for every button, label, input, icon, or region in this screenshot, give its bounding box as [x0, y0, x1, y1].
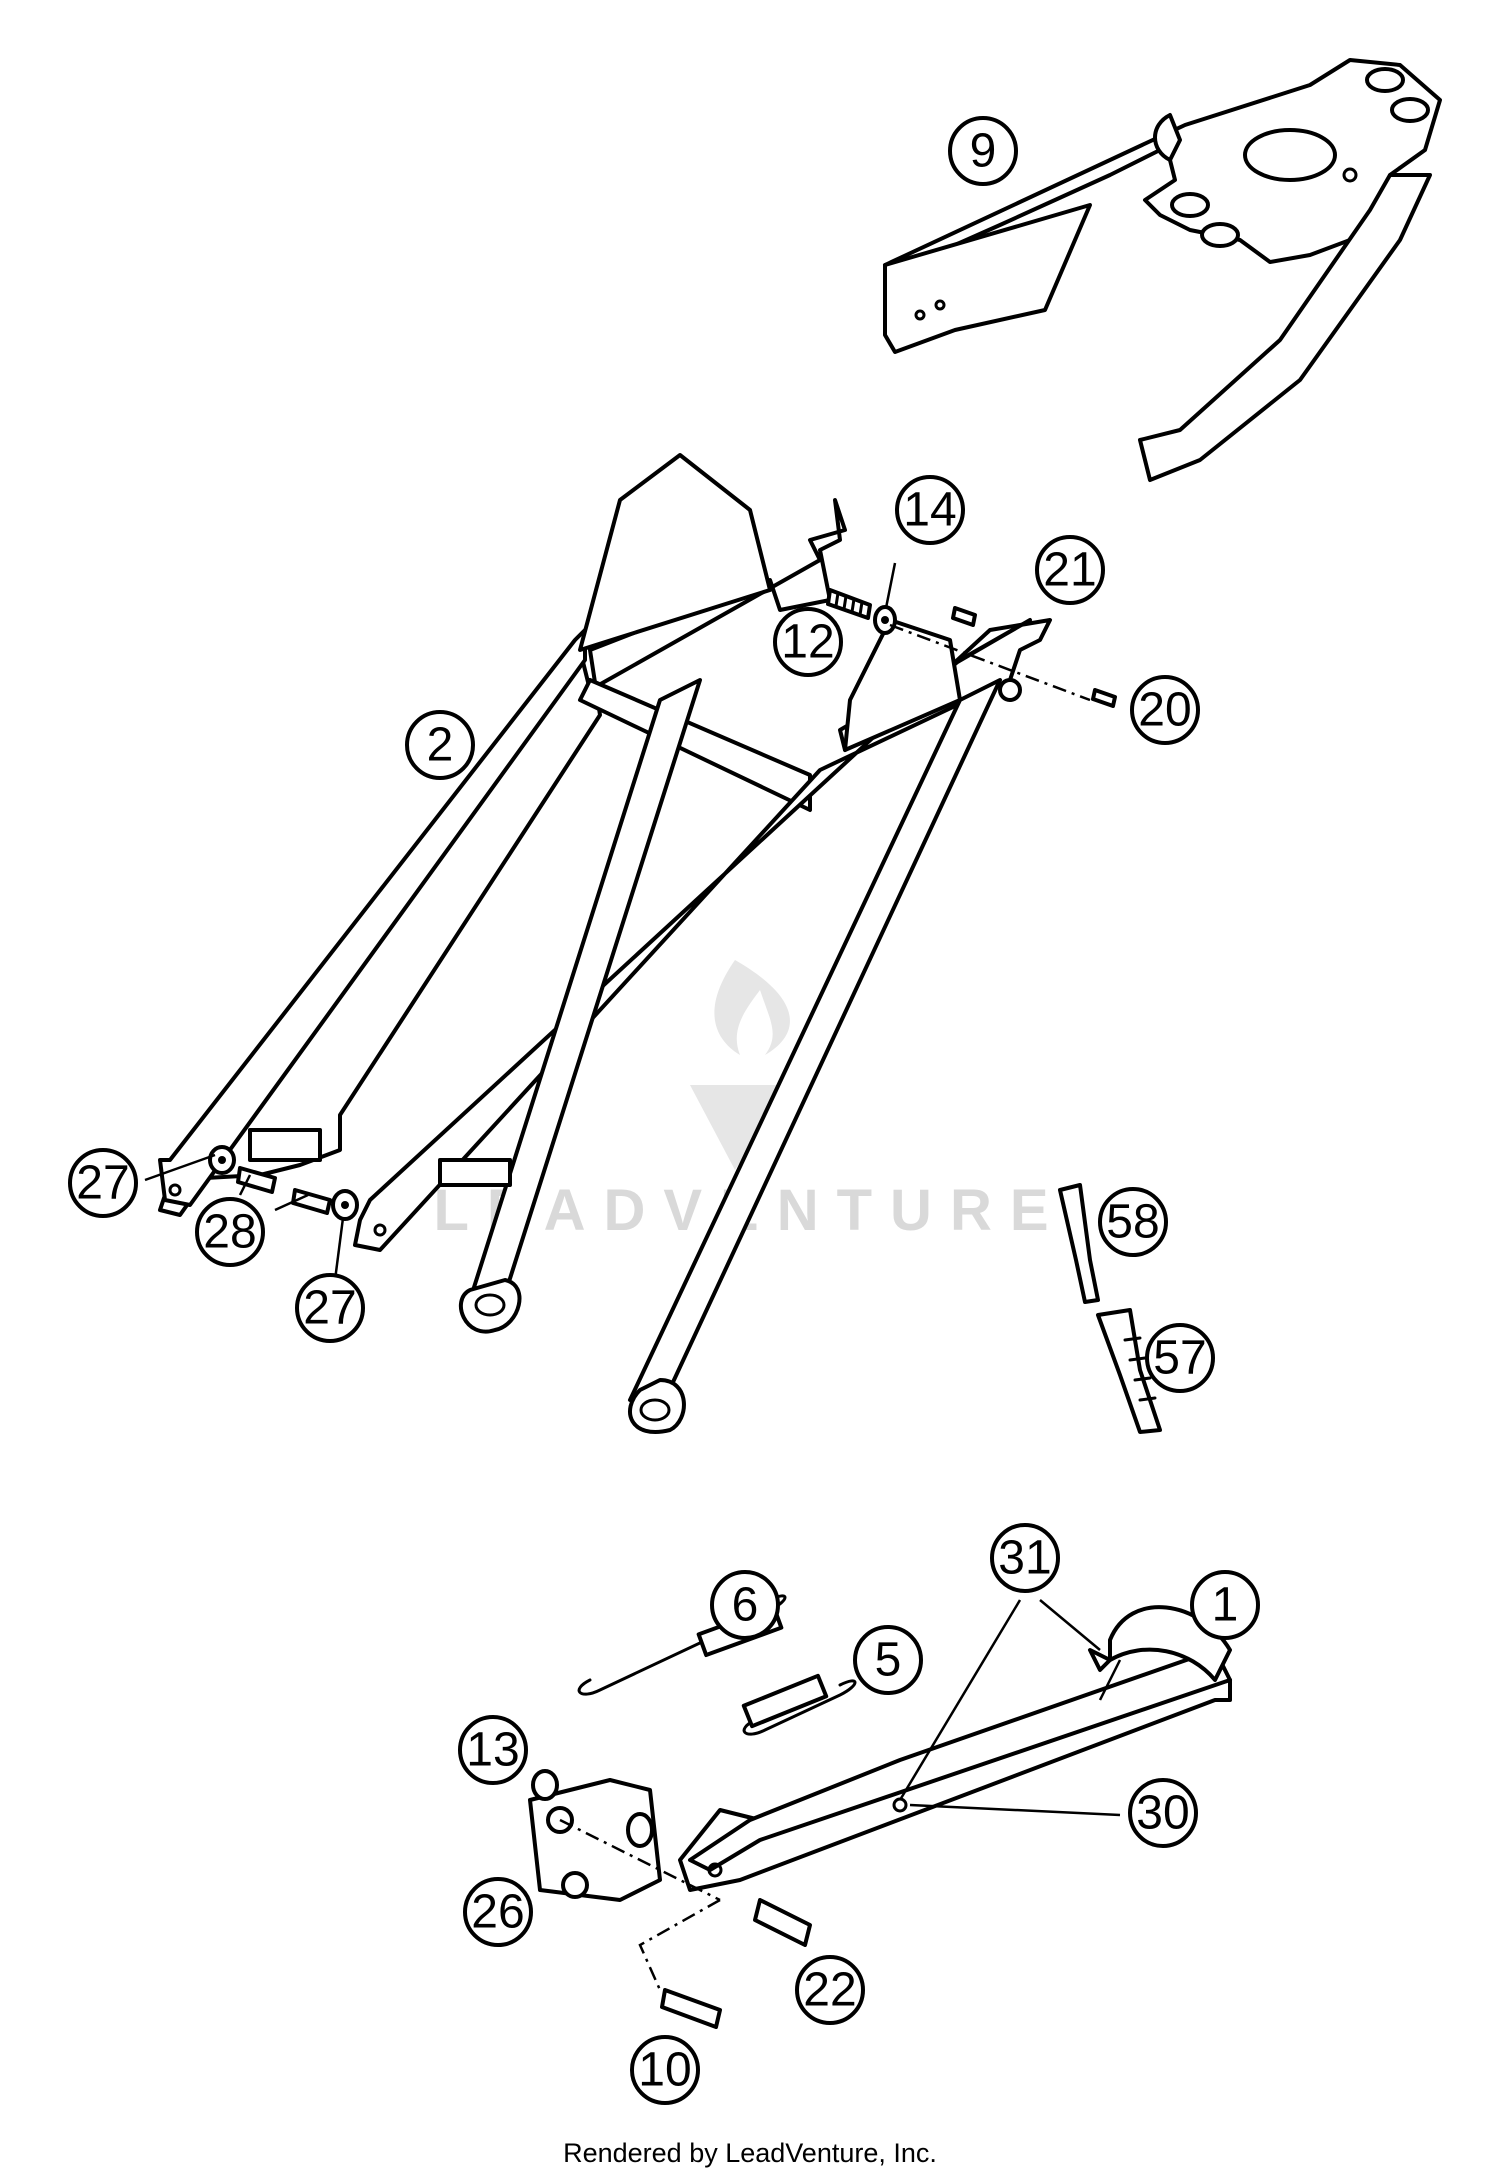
callout-26: 26: [463, 1877, 533, 1947]
callout-57: 57: [1145, 1323, 1215, 1393]
callout-label-10: 10: [638, 2044, 691, 2097]
part-2-rear-frame: [158, 453, 1052, 1434]
callout-circle-10: [630, 2035, 700, 2105]
callout-circle-2: [405, 710, 475, 780]
callout-label-58: 58: [1106, 1196, 1159, 1249]
callout-label-20: 20: [1138, 684, 1191, 737]
callout-22: 22: [795, 1955, 865, 2025]
callout-circle-31: [990, 1523, 1060, 1593]
logo-mark-icon: [690, 1085, 790, 1170]
leader-lines: [144, 562, 1122, 1817]
callout-9: 9: [948, 116, 1018, 186]
footer-credit: Rendered by LeadVenture, Inc.: [563, 2138, 937, 2168]
callout-label-9: 9: [970, 125, 997, 178]
callout-circle-5: [853, 1625, 923, 1695]
callout-circle-57: [1145, 1323, 1215, 1393]
callout-label-12: 12: [781, 616, 834, 669]
callout-label-27-left: 27: [76, 1157, 129, 1210]
hardware-lower: [208, 1145, 359, 1221]
callout-14: 14: [895, 475, 965, 545]
callout-circle-21: [1035, 535, 1105, 605]
callout-label-13: 13: [466, 1724, 519, 1777]
parts-57-58: [1058, 1183, 1162, 1434]
callout-6: 6: [710, 1570, 780, 1640]
callout-10: 10: [630, 2035, 700, 2105]
callout-30: 30: [1128, 1778, 1198, 1848]
callout-27-right: 27: [295, 1273, 365, 1343]
callout-20: 20: [1130, 675, 1200, 745]
callout-circle-22: [795, 1955, 865, 2025]
callout-circle-27-left: [68, 1148, 138, 1218]
callout-circle-13: [458, 1715, 528, 1785]
callout-label-14: 14: [903, 484, 956, 537]
callout-label-57: 57: [1153, 1332, 1206, 1385]
callout-label-6: 6: [732, 1579, 759, 1632]
callout-circle-20: [1130, 675, 1200, 745]
flame-icon: [714, 960, 790, 1055]
callout-label-21: 21: [1043, 544, 1096, 597]
callout-12: 12: [773, 607, 843, 677]
callout-58: 58: [1098, 1187, 1168, 1257]
callout-circle-58: [1098, 1187, 1168, 1257]
callout-circle-14: [895, 475, 965, 545]
callout-1: 1: [1190, 1570, 1260, 1640]
callout-circle-28: [195, 1197, 265, 1267]
callout-circle-6: [710, 1570, 780, 1640]
part-9-rear-bracket: [883, 58, 1442, 482]
callout-label-1: 1: [1212, 1579, 1239, 1632]
callout-27-left: 27: [68, 1148, 138, 1218]
callout-21: 21: [1035, 535, 1105, 605]
callout-13: 13: [458, 1715, 528, 1785]
callout-circle-26: [463, 1877, 533, 1947]
callout-label-28: 28: [203, 1206, 256, 1259]
callout-31: 31: [990, 1523, 1060, 1593]
callout-28: 28: [195, 1197, 265, 1267]
hardware-upper: [826, 588, 1117, 708]
callout-label-2: 2: [427, 719, 454, 772]
callout-label-26: 26: [471, 1886, 524, 1939]
callout-circle-30: [1128, 1778, 1198, 1848]
part-1-side-stand: [678, 1605, 1232, 1892]
stand-bracket: [528, 1769, 812, 2029]
callout-label-27-right: 27: [303, 1282, 356, 1335]
callout-circle-9: [948, 116, 1018, 186]
callout-5: 5: [853, 1625, 923, 1695]
callout-2: 2: [405, 710, 475, 780]
callout-circle-1: [1190, 1570, 1260, 1640]
callout-label-5: 5: [875, 1634, 902, 1687]
callout-label-22: 22: [803, 1964, 856, 2017]
callout-label-30: 30: [1136, 1787, 1189, 1840]
callout-label-31: 31: [998, 1532, 1051, 1585]
callout-circle-12: [773, 607, 843, 677]
callout-circle-27-right: [295, 1273, 365, 1343]
